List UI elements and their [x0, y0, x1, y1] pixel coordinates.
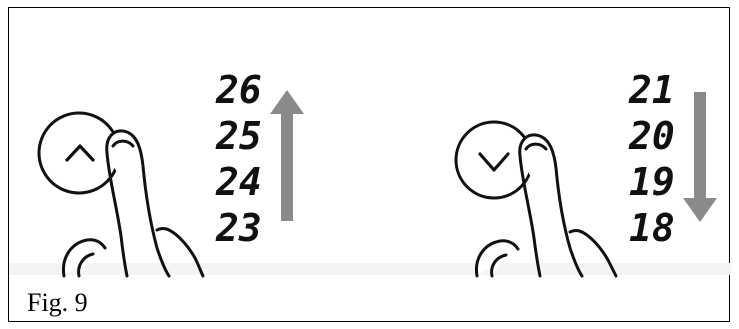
readout-value: 26 [215, 68, 262, 112]
readout-value: 20 [628, 114, 675, 158]
readout-value: 21 [628, 68, 675, 112]
arrow-up-icon [270, 90, 304, 221]
figure-illustration: 26 25 24 23 [9, 8, 731, 323]
floor-band [9, 263, 731, 275]
up-readout: 26 25 24 23 [215, 68, 262, 250]
readout-value: 18 [629, 206, 675, 250]
chevron-down-icon [480, 154, 508, 170]
up-panel: 26 25 24 23 [39, 68, 304, 276]
readout-value: 24 [215, 160, 262, 204]
readout-value: 23 [215, 206, 262, 250]
arrow-down-icon [683, 92, 717, 222]
down-panel: 21 20 19 18 [456, 68, 717, 276]
figure-frame: 26 25 24 23 [8, 7, 730, 322]
down-readout: 21 20 19 18 [628, 68, 675, 250]
finger-icon [476, 135, 616, 276]
readout-value: 25 [215, 114, 262, 158]
figure-caption: Fig. 9 [27, 290, 88, 316]
chevron-up-icon [67, 146, 93, 160]
readout-value: 19 [629, 160, 675, 204]
